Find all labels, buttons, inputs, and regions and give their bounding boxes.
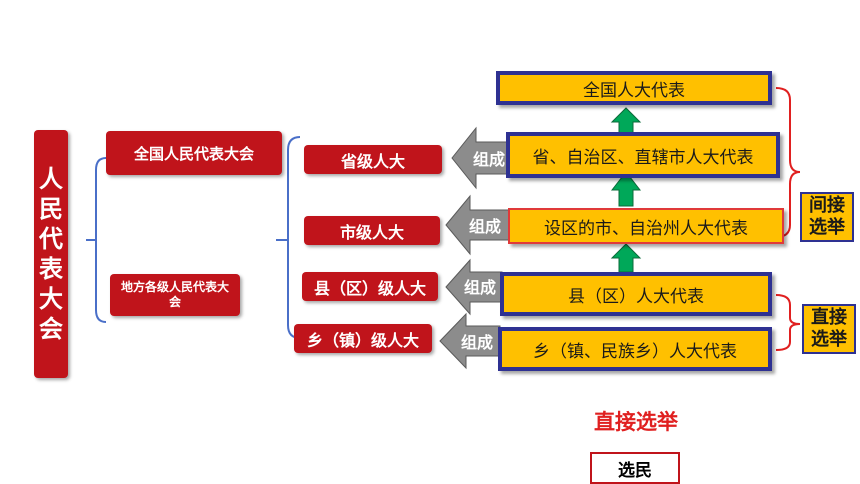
npc-national-box: 全国人民代表大会 [106,131,282,175]
deputy-provincial: 省、自治区、直辖市人大代表 [506,132,780,178]
deputy-township: 乡（镇、民族乡）人大代表 [498,327,772,371]
up-arrow-3 [610,243,642,273]
npc-vertical-title: 人民代表大会 [34,130,68,378]
deputy-national: 全国人大代表 [496,71,772,105]
congress-township: 乡（镇）级人大 [294,324,432,353]
direct-election-tag: 直接选举 [802,304,856,354]
deputy-city: 设区的市、自治州人大代表 [508,208,784,244]
npc-vertical-char: 表 [39,255,63,283]
congress-provincial: 省级人大 [304,145,442,174]
compose-label-3: 组成 [463,278,496,297]
npc-vertical-char: 大 [39,285,63,313]
compose-label-4: 组成 [460,333,493,352]
voters-box: 选民 [590,452,680,484]
npc-vertical-char: 人 [39,165,63,193]
compose-label-1: 组成 [472,150,505,169]
left-bracket [86,157,107,323]
npc-vertical-char: 代 [39,225,63,253]
direct-bracket [775,294,801,351]
npc-vertical-text: 人民代表大会 [39,164,63,344]
npc-vertical-char: 会 [39,315,63,343]
compose-label-2: 组成 [468,217,501,236]
deputy-county: 县（区）人大代表 [500,272,772,316]
indirect-election-tag: 间接选举 [800,192,854,242]
direct-election-caption: 直接选举 [594,410,678,434]
congress-county: 县（区）级人大 [302,272,438,301]
npc-local-box: 地方各级人民代表大会 [110,274,240,316]
congress-city: 市级人大 [304,216,440,245]
npc-vertical-char: 民 [39,195,63,223]
